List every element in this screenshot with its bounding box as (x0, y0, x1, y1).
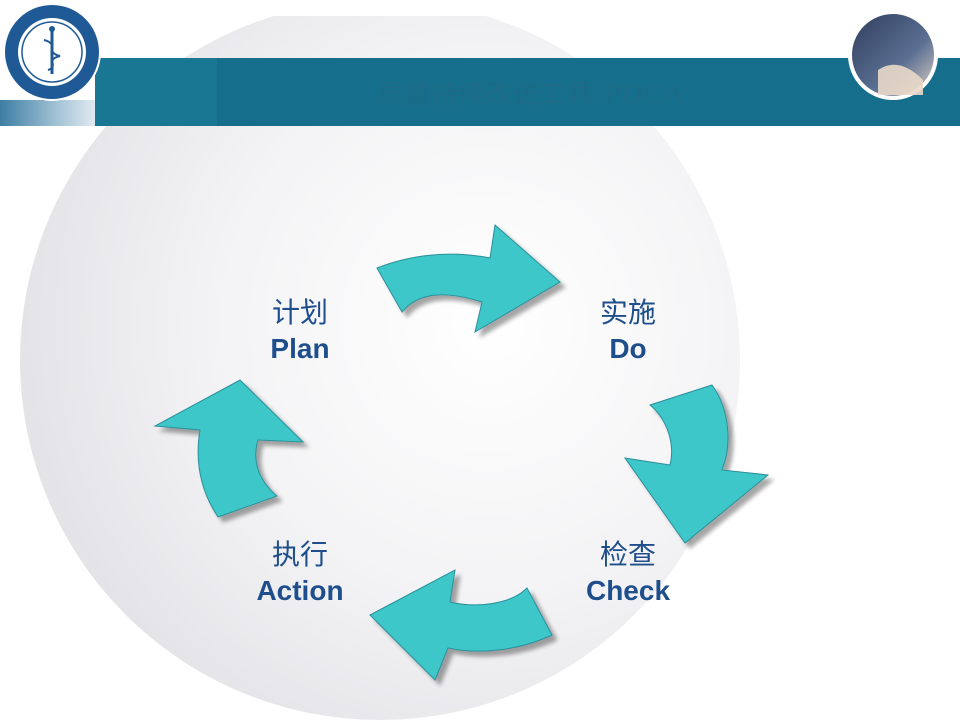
slide-title: 质量持续改进工具-PDCA (377, 79, 685, 110)
label-action-en: Action (256, 575, 344, 606)
label-action-zh: 执行 (271, 538, 328, 571)
arrow-do-to-check (623, 384, 770, 544)
background-mask (0, 0, 960, 16)
header-band (217, 58, 960, 126)
header-left-block (95, 58, 217, 126)
hospital-seal-icon (3, 3, 101, 101)
label-check: 检查 Check (548, 537, 708, 609)
label-do: 实施 Do (548, 295, 708, 367)
header-photo-strip (0, 100, 100, 126)
label-action: 执行 Action (220, 537, 380, 609)
label-plan-en: Plan (270, 333, 330, 364)
arrow-plan-to-do (376, 224, 561, 334)
arrow-action-to-plan (153, 379, 305, 518)
label-plan-zh: 计划 (271, 296, 328, 329)
label-do-zh: 实施 (599, 296, 656, 329)
label-plan: 计划 Plan (220, 295, 380, 367)
round-photo-icon (848, 10, 938, 100)
label-do-en: Do (609, 333, 647, 364)
label-check-en: Check (585, 575, 671, 606)
label-check-zh: 检查 (599, 538, 656, 571)
arrow-check-to-action (369, 569, 553, 681)
